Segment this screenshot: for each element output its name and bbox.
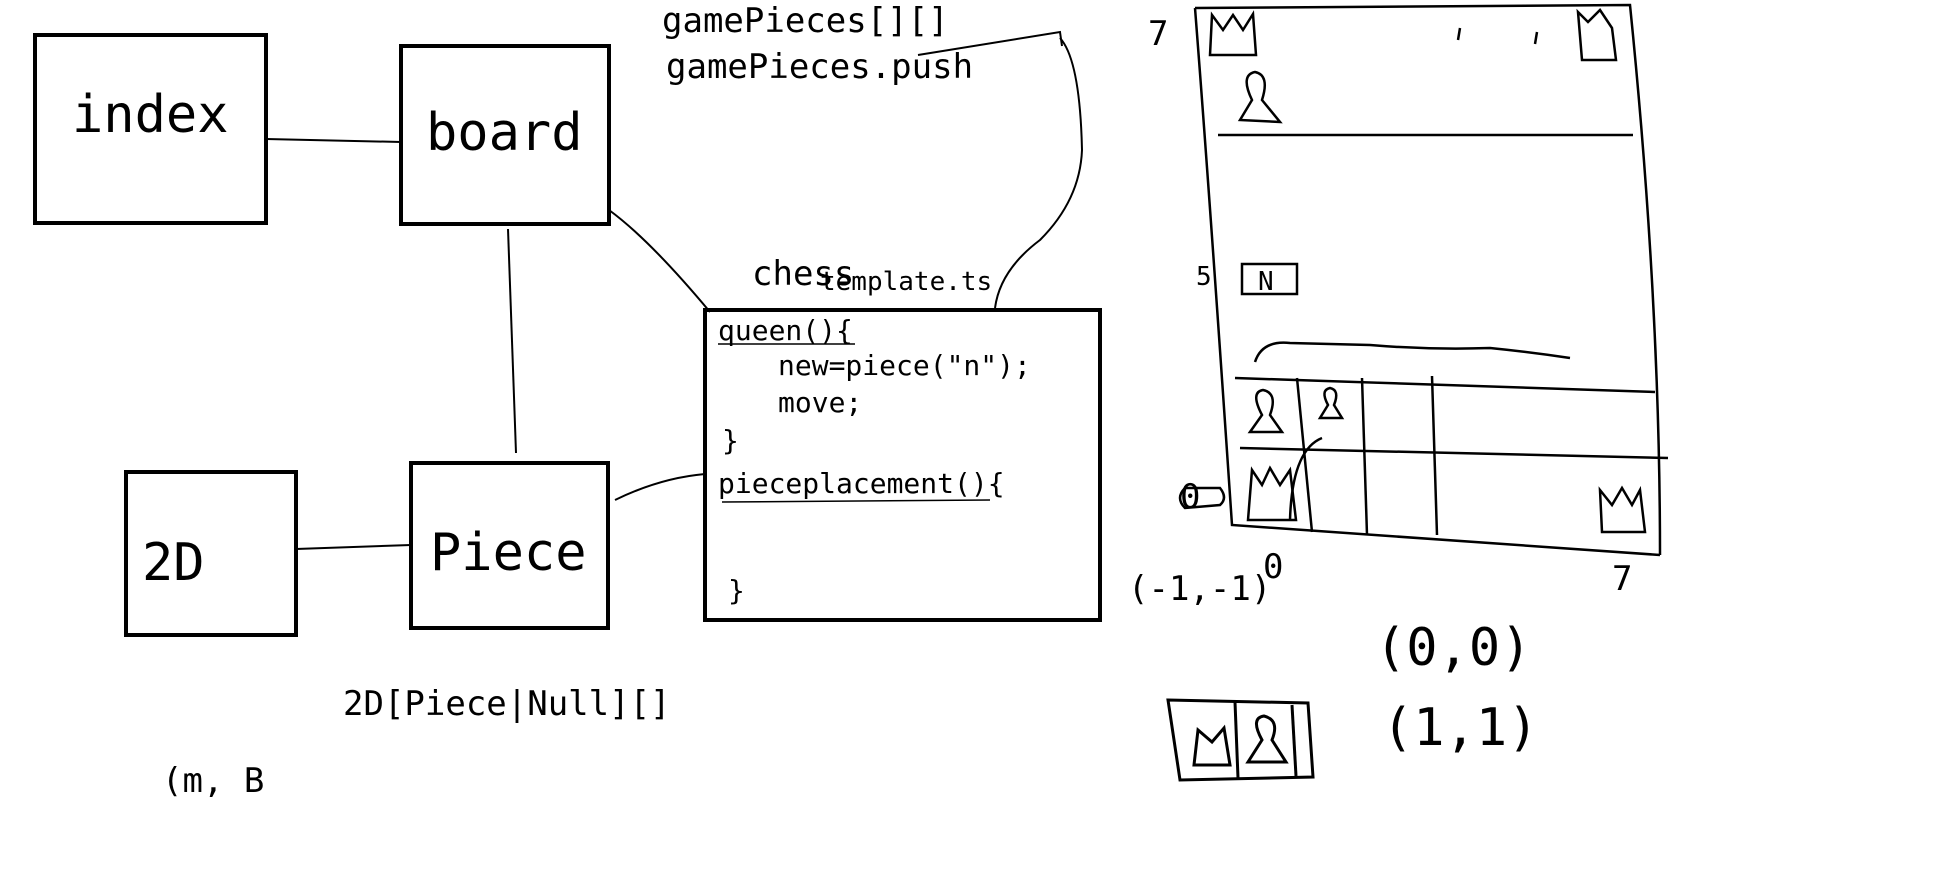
box-index: index — [33, 33, 268, 225]
note-partial-coord: (m, B — [162, 761, 264, 801]
code-box-title-line2: template.ts — [820, 267, 992, 297]
pawn-icon — [1237, 70, 1283, 124]
box-2d: 2D — [124, 470, 298, 637]
connector-lines — [265, 37, 1084, 550]
mini-board — [1166, 698, 1315, 782]
box-piece: Piece — [409, 461, 610, 630]
board-sketch — [1193, 3, 1669, 557]
code-line-move: move; — [778, 386, 862, 419]
box-board-label: board — [426, 103, 583, 163]
queen-icon — [1192, 724, 1232, 767]
box-piece-label: Piece — [430, 523, 587, 583]
code-line-queen: queen(){ — [718, 314, 853, 347]
coord-origin: (0,0) — [1375, 618, 1532, 678]
knight-letter: N — [1258, 267, 1274, 297]
coord-one-one: (1,1) — [1382, 698, 1539, 758]
rank-label-0: 0 — [1180, 477, 1200, 517]
box-2d-label: 2D — [142, 533, 205, 593]
code-line-close-2: } — [728, 574, 745, 607]
code-box: chess template.ts queen(){ new=piece("n"… — [703, 254, 1102, 622]
box-board: board — [399, 44, 611, 226]
queen-icon — [1576, 8, 1618, 62]
pawn-icon — [1247, 388, 1285, 434]
queen-icon — [1208, 10, 1258, 57]
zero-rank-marker — [1178, 486, 1226, 510]
box-index-label: index — [72, 85, 229, 145]
pawn-icon — [1317, 386, 1345, 420]
code-line-close-1: } — [722, 424, 739, 457]
queen-icon — [1246, 465, 1298, 522]
code-line-new-piece: new=piece("n"); — [778, 349, 1031, 382]
knight-icon: N — [1240, 262, 1299, 297]
code-line-placement: pieceplacement(){ — [718, 467, 1005, 500]
rank-label-5: 5 — [1196, 262, 1212, 292]
queen-icon — [1598, 485, 1647, 534]
code-box-title-line1: chess — [752, 254, 854, 294]
note-game-pieces-decl: gamePieces[][] — [662, 1, 949, 41]
coord-negative: (-1,-1) — [1128, 569, 1271, 609]
pawn-icon — [1245, 714, 1289, 764]
push-strike-arrow — [917, 30, 1063, 56]
rank-label-7: 7 — [1148, 14, 1168, 54]
note-type-annotation: 2D[Piece|Null][] — [343, 684, 671, 724]
file-label-7: 7 — [1612, 559, 1632, 599]
file-label-0: 0 — [1263, 547, 1283, 587]
